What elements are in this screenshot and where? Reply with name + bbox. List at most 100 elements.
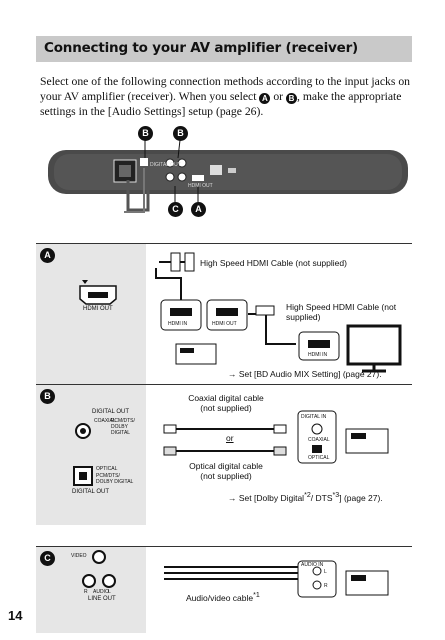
audio-r-jack-icon <box>82 574 96 588</box>
connection-row-c: C VIDEO R AUDIO L LINE OUT Audio/video c… <box>36 546 412 633</box>
coaxial-jack-icon <box>165 158 175 168</box>
row-b-digital-out-top: DIGITAL OUT <box>92 409 130 415</box>
audio-l-jack-icon <box>102 574 116 588</box>
row-c-illustration <box>82 550 389 598</box>
row-b-amp-opt: OPTICAL <box>308 455 330 461</box>
section-title: Connecting to your AV amplifier (receive… <box>44 40 359 56</box>
row-b-setting: → Set [Dolby Digital*2/ DTS*3] (page 27)… <box>228 491 383 503</box>
amplifier-display <box>180 348 194 353</box>
row-b-opt-cable-label: Optical digital cable (not supplied) <box>189 461 263 481</box>
power-cord-shadow <box>124 168 145 213</box>
amp-hdmi-out-slot <box>216 308 238 316</box>
row-c-r: R <box>84 589 88 595</box>
row-a-badge: A <box>40 248 55 263</box>
row-c-badge: C <box>40 551 55 566</box>
row-b-digital-out-bottom: DIGITAL OUT <box>72 489 110 495</box>
row-b-illustration <box>73 410 389 486</box>
row-b-amp-coax: COAXIAL <box>308 437 330 443</box>
amplifier-icon <box>345 428 389 454</box>
intro-badge-a: A <box>259 93 271 104</box>
player-badge-a: A <box>191 202 206 217</box>
amp-audio-l-jack <box>312 566 322 576</box>
page-number: 14 <box>8 608 23 623</box>
lan-jack-icon <box>210 165 222 175</box>
hdmi-cable-to-player <box>155 268 182 300</box>
optical-jack-center <box>79 472 87 480</box>
amplifier-display <box>351 433 366 439</box>
amp-audio-in-panel <box>297 560 337 598</box>
tv-icon <box>346 324 402 366</box>
audio-l-jack-icon <box>177 172 187 182</box>
row-c-line-out: LINE OUT <box>88 596 116 602</box>
section-title-bar: Connecting to your AV amplifier (receive… <box>36 36 412 62</box>
hdmi-plug-3 <box>255 305 275 316</box>
hdmi-plug-2 <box>184 252 195 272</box>
coax-plug-1 <box>163 424 177 434</box>
row-b-or: or <box>226 433 234 443</box>
player-rear-panel-diagram: B B C A DIGITAL OUT HDMI OUT <box>0 0 445 240</box>
row-c-l: L <box>108 589 111 595</box>
amp-audio-r-jack <box>312 580 322 590</box>
connection-row-b: B DIGITAL OUT COAXIAL PCM/DTS/ DOLBY DIG… <box>36 384 412 525</box>
amp-opt-jack <box>312 445 322 453</box>
row-a-amp-hdmi-in: HDMI IN <box>168 321 188 327</box>
coaxial-jack-center <box>80 428 86 434</box>
video-jack-icon <box>92 550 106 564</box>
leader-b2 <box>177 139 181 159</box>
hdmi-jack-icon <box>192 175 204 181</box>
usb-jack-icon <box>228 168 236 173</box>
connection-row-a: A HDMI OUT High Speed HDMI Cable (not su… <box>36 243 412 384</box>
row-b-amp-label: DIGITAL IN <box>301 414 327 420</box>
intro-text-2: , make the appropriate settings in the [… <box>40 90 402 118</box>
row-c-video: VIDEO <box>71 553 87 559</box>
player-panel-illustration <box>48 139 408 213</box>
amplifier-display <box>351 575 366 581</box>
row-a-jack-panel <box>36 244 146 384</box>
amp-coax-jack <box>311 423 323 435</box>
intro-badge-b: B <box>285 93 297 104</box>
arrow-right-icon: → <box>228 369 237 379</box>
row-a-illustration <box>79 252 402 373</box>
intro-text-1: Select one of the following connection m… <box>40 75 411 103</box>
row-a-tv-hdmi-in: HDMI IN <box>308 352 328 358</box>
row-b-badge: B <box>40 389 55 404</box>
row-a-cable1-label: High Speed HDMI Cable (not supplied) <box>200 258 347 268</box>
row-b-optical-fmt: PCM/DTS/ DOLBY DIGITAL <box>96 473 134 485</box>
amplifier-icon <box>345 570 389 596</box>
audio-r-jack-icon <box>165 172 175 182</box>
coax-plug-2 <box>273 424 287 434</box>
row-a-setting: → Set [BD Audio MIX Setting] (page 27). <box>228 369 382 379</box>
optical-jack-icon <box>140 158 148 166</box>
row-a-amp-hdmi-out: HDMI OUT <box>212 321 237 327</box>
hdmi-plug-1 <box>170 252 181 272</box>
row-c-amp-l: L <box>324 569 327 575</box>
row-b-coaxial-fmt: PCM/DTS/ DOLBY DIGITAL <box>111 418 135 436</box>
tv-hdmi-in-slot <box>308 340 330 348</box>
power-jack-inner <box>119 165 131 177</box>
row-b-coaxial: COAXIAL <box>94 418 116 424</box>
row-c-cable-label: Audio/video cable*1 <box>186 591 260 603</box>
row-a-jack-label: HDMI OUT <box>83 306 113 312</box>
opt-plug-2 <box>273 446 287 456</box>
intro-or: or <box>270 90 286 103</box>
row-c-amp-r: R <box>324 583 328 589</box>
player-digital-out-label: DIGITAL OUT <box>150 162 181 168</box>
power-cord <box>126 178 150 212</box>
amplifier-icon <box>175 343 217 365</box>
row-c-audio: AUDIO <box>93 589 109 595</box>
row-a-cable2-label: High Speed HDMI Cable (not supplied) <box>286 302 397 322</box>
row-b-optical: OPTICAL <box>96 466 118 472</box>
row-b-coax-cable-label: Coaxial digital cable (not supplied) <box>188 393 264 413</box>
opt-plug-1 <box>163 446 177 456</box>
arrow-right-icon: → <box>228 492 237 503</box>
amp-digital-in-panel <box>297 410 337 464</box>
intro-paragraph: Select one of the following connection m… <box>40 74 412 119</box>
row-c-amp-label: AUDIO IN <box>301 562 324 568</box>
player-badge-b2: B <box>173 126 188 141</box>
player-badge-b1: B <box>138 126 153 141</box>
player-hdmi-out-label: HDMI OUT <box>188 183 213 189</box>
amp-hdmi-in-slot <box>170 308 192 316</box>
hdmi-out-jack-slot <box>88 292 108 298</box>
row-b-jack-panel <box>36 385 146 525</box>
player-badge-c: C <box>168 202 183 217</box>
